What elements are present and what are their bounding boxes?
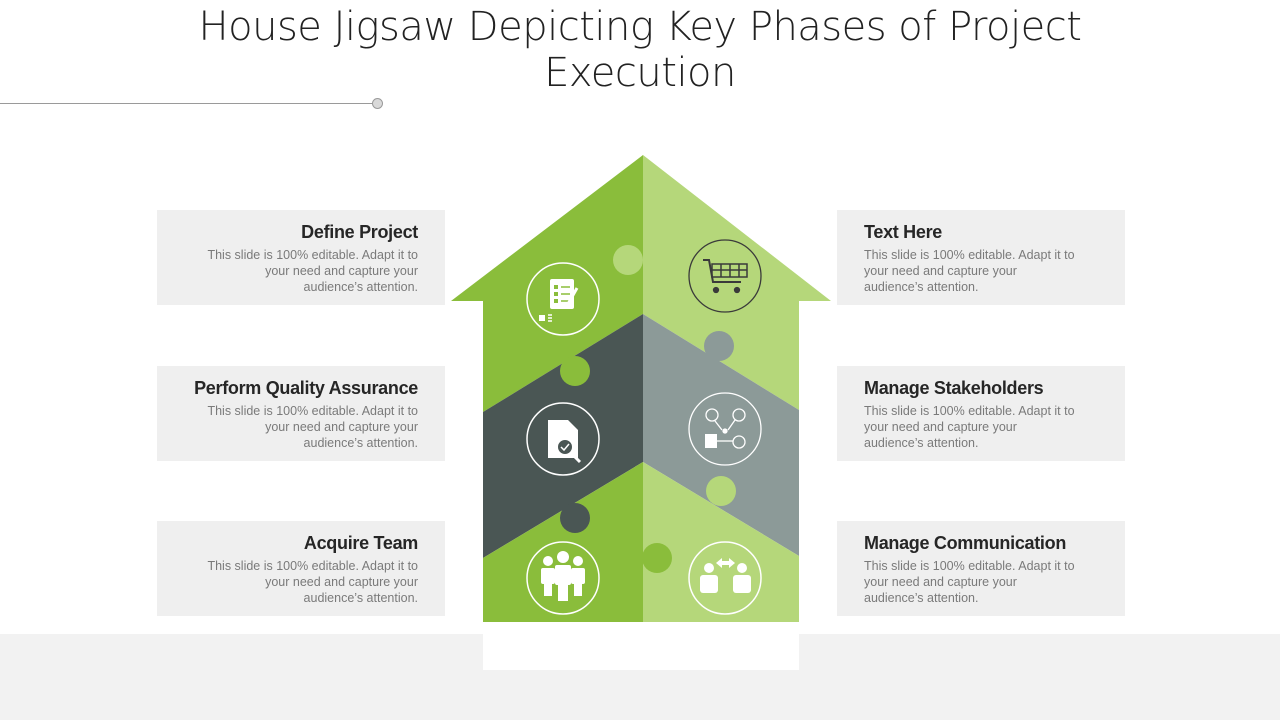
jigsaw-knob (560, 503, 590, 533)
card-title: Manage Stakeholders (864, 378, 1044, 398)
card-body: This slide is 100% editable. Adapt it to… (207, 559, 418, 605)
title-divider-dot (372, 98, 383, 109)
card-body: This slide is 100% editable. Adapt it to… (864, 404, 1075, 450)
document-search-icon (526, 402, 600, 476)
card-manage-communication: Manage Communication This slide is 100% … (837, 521, 1125, 616)
jigsaw-knob (704, 331, 734, 361)
card-manage-stakeholders: Manage Stakeholders This slide is 100% e… (837, 366, 1125, 461)
page-title: House Jigsaw Depicting Key Phases of Pro… (198, 4, 1082, 96)
card-title: Perform Quality Assurance (194, 378, 418, 398)
piece-define-project (451, 155, 643, 412)
jigsaw-knob (642, 543, 672, 573)
card-define-project: Define Project This slide is 100% editab… (157, 210, 445, 305)
card-acquire-team: Acquire Team This slide is 100% editable… (157, 521, 445, 616)
card-title: Manage Communication (864, 533, 1067, 553)
communication-icon (688, 541, 762, 615)
card-perform-quality-assurance: Perform Quality Assurance This slide is … (157, 366, 445, 461)
card-body: This slide is 100% editable. Adapt it to… (864, 559, 1075, 605)
jigsaw-knob (706, 476, 736, 506)
piece-manage-stakeholders (643, 314, 799, 556)
card-body: This slide is 100% editable. Adapt it to… (207, 404, 418, 450)
shopping-cart-icon (688, 239, 762, 313)
card-body: This slide is 100% editable. Adapt it to… (207, 248, 418, 294)
title-divider (0, 103, 373, 104)
jigsaw-knob (613, 245, 643, 275)
card-body: This slide is 100% editable. Adapt it to… (864, 248, 1075, 294)
house-base (483, 622, 799, 670)
card-title: Define Project (301, 222, 418, 242)
card-text-here: Text Here This slide is 100% editable. A… (837, 210, 1125, 305)
jigsaw-knob (560, 356, 590, 386)
card-title: Acquire Team (303, 533, 418, 553)
checklist-icon (526, 262, 600, 336)
team-icon (526, 541, 600, 615)
card-title: Text Here (864, 222, 943, 242)
stakeholder-network-icon (688, 392, 762, 466)
